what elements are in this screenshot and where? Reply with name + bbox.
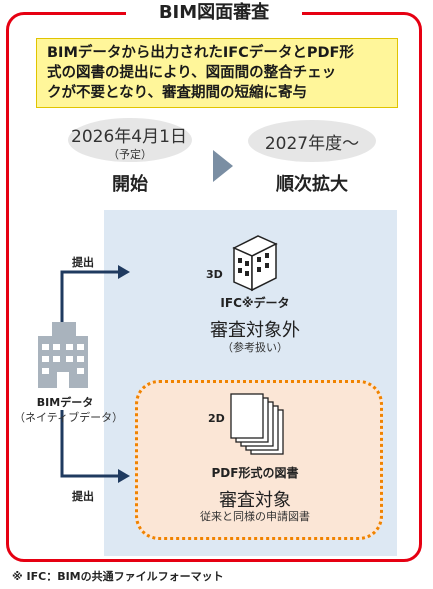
summary-callout: BIMデータから出力されたIFCデータとPDF形 式の図書の提出により、図面間の… [36,38,398,108]
bim-building-icon [38,322,88,388]
submit-label-bottom: 提出 [72,490,94,503]
start-date: 2026年4月1日 [71,127,187,147]
start-date-ellipse [68,118,192,162]
start-label: 開始 [112,174,148,195]
callout-line-2: 式の図書の提出により、図面間の整合チェッ [47,65,337,81]
pdf-status: 審査対象 [219,490,291,511]
ifc-tag: 3D [206,268,223,281]
callout-line-1: BIMデータから出力されたIFCデータとPDF形 [47,45,354,61]
pdf-note: 従来と同様の申請図書 [200,510,310,523]
submit-label-top: 提出 [72,256,94,269]
ifc-name: IFC※データ [220,296,290,310]
building-3d-icon [232,235,278,292]
submit-arrow-bottom [60,410,130,483]
next-date: 2027年度～ [264,134,360,154]
ifc-status: 審査対象外 [210,320,300,341]
start-note: （予定） [108,148,152,161]
timeline-arrow-icon [213,150,233,182]
next-date-ellipse [248,120,376,162]
document-stack-icon [230,393,284,455]
pdf-tag: 2D [208,412,225,425]
bim-data-sublabel: （ネイティブデータ） [14,411,124,424]
ifc-note: （参考扱い） [222,341,288,354]
next-label: 順次拡大 [276,174,348,195]
bim-data-label: BIMデータ [36,396,94,409]
pdf-name: PDF形式の図書 [211,466,299,480]
page-title: BIM図面審査 [126,2,302,24]
submit-arrow-top [60,265,130,338]
review-target-box [135,380,383,540]
callout-line-3: クが不要となり、審査期間の短縮に寄与 [47,85,307,101]
footnote: ※ IFC：BIMの共通ファイルフォーマット [12,570,224,583]
